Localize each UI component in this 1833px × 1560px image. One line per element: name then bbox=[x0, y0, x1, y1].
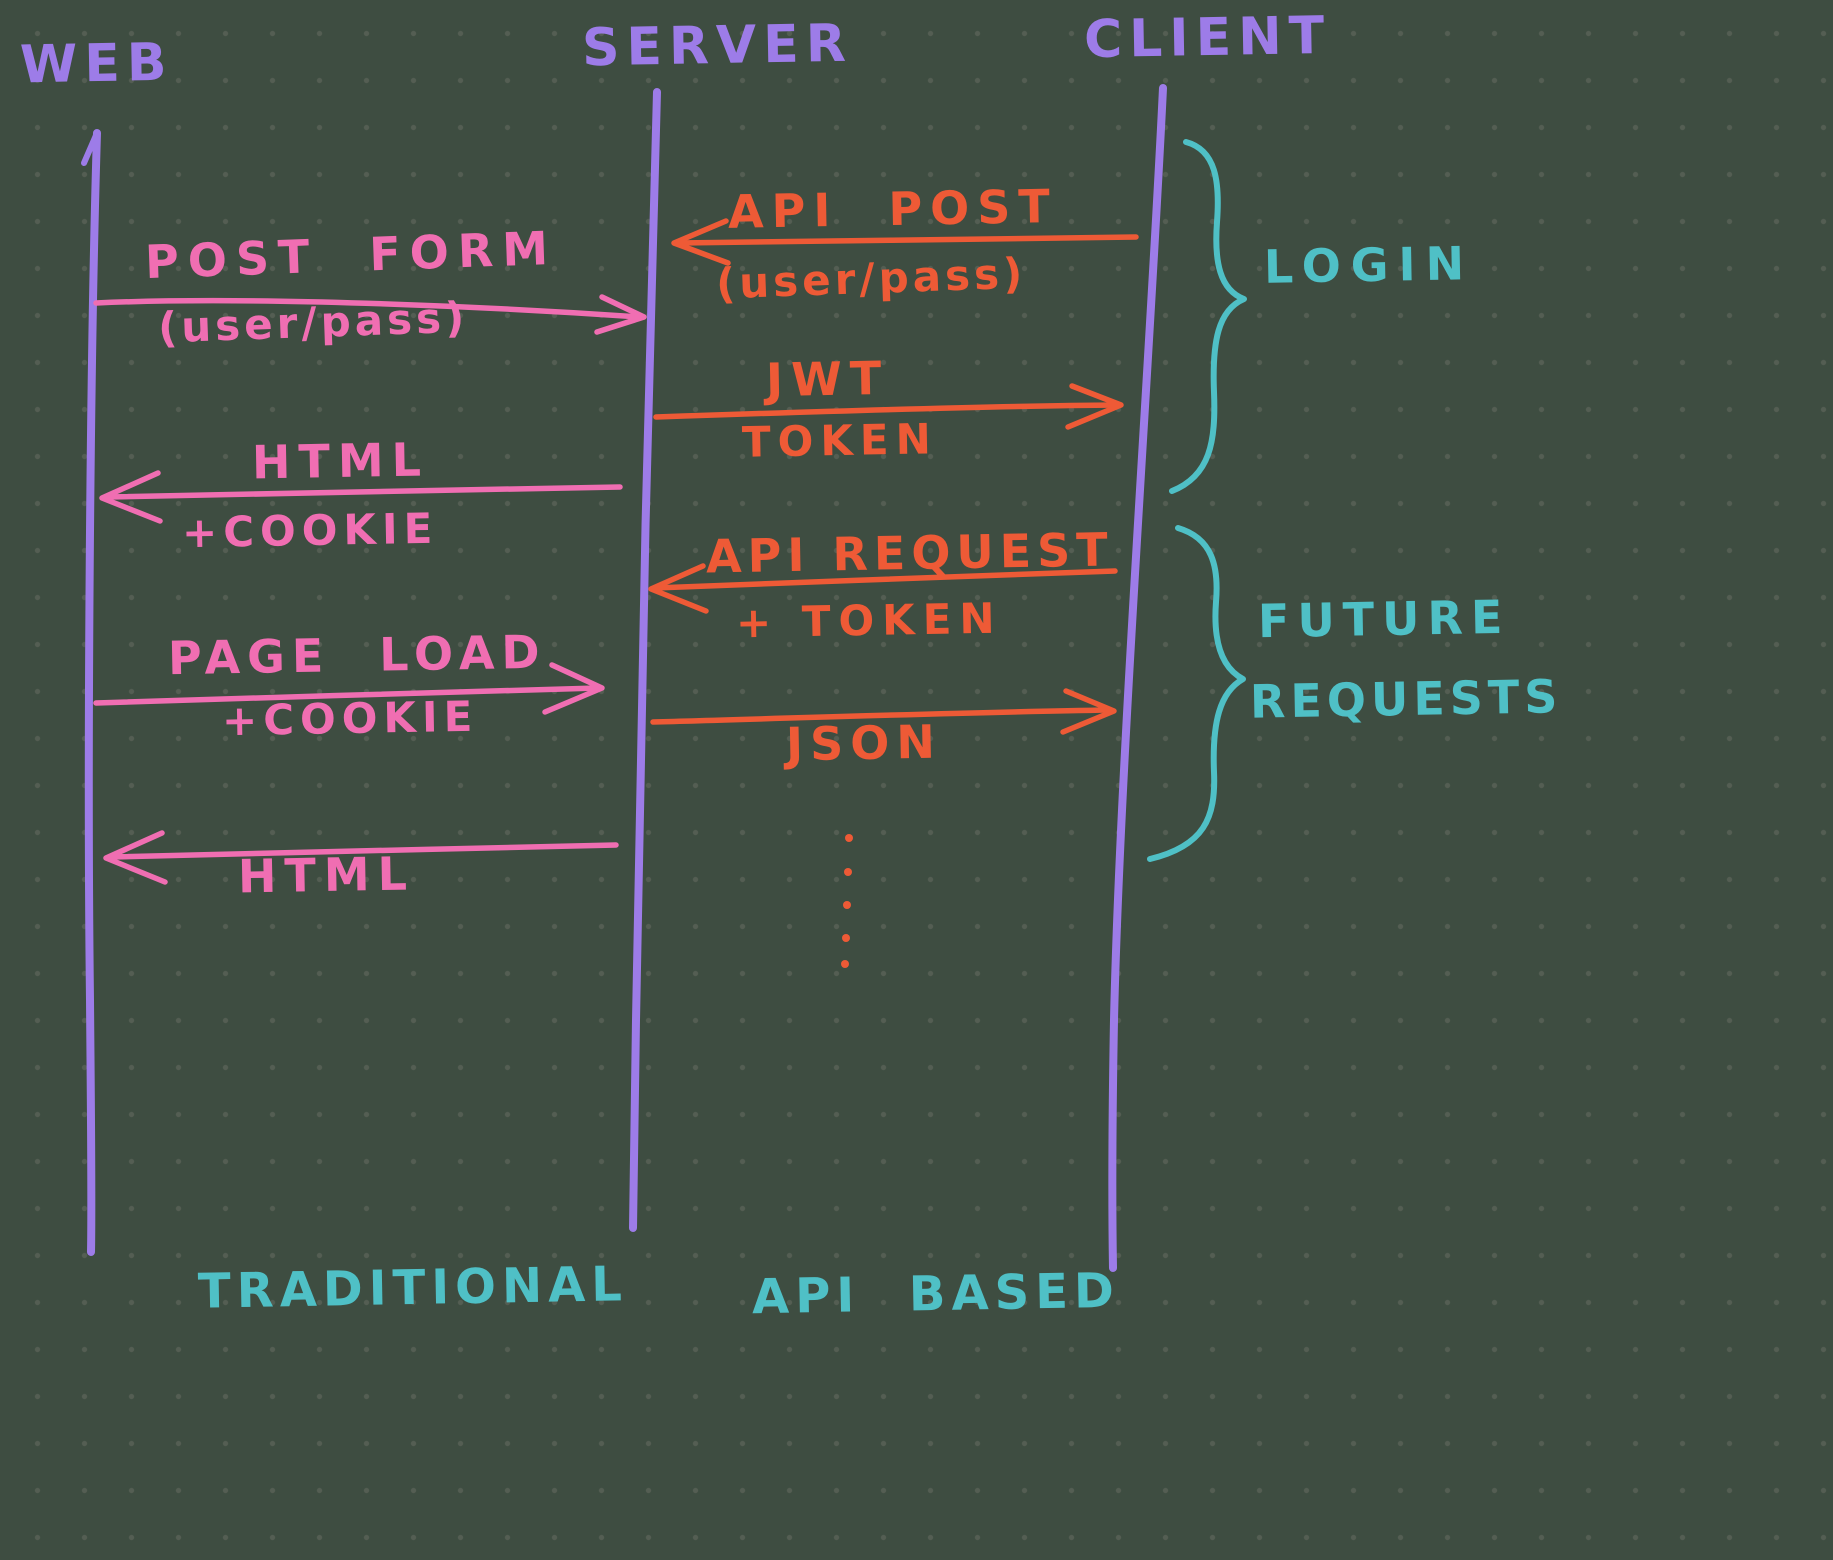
msg-jwt-sublabel: TOKEN bbox=[741, 414, 939, 467]
msg-api-request-label: API REQUEST bbox=[705, 522, 1115, 584]
arrow-page-load-line bbox=[93, 685, 601, 706]
msg-html-cookie-sublabel: +COOKIE bbox=[181, 503, 439, 558]
lifeline-web-line bbox=[84, 129, 101, 1256]
arrow-json-line bbox=[650, 707, 1113, 725]
msg-post-form-sublabel: (user/pass) bbox=[157, 292, 469, 353]
annotation-requests-label: REQUESTS bbox=[1249, 669, 1563, 729]
msg-page-load-label: PAGE LOAD bbox=[167, 624, 548, 686]
msg-api-post-sublabel: (user/pass) bbox=[715, 248, 1027, 309]
arrow-html-cookie-head bbox=[99, 470, 163, 524]
arrow-jwt-token-line bbox=[653, 402, 1121, 420]
annotation-login-label: LOGIN bbox=[1263, 236, 1475, 294]
arrow-page-load-head bbox=[542, 662, 605, 715]
msg-html-cookie-label: HTML bbox=[251, 432, 430, 490]
arrow-post-form-line bbox=[93, 297, 643, 320]
lifeline-server-label: SERVER bbox=[581, 13, 854, 79]
msg-page-load-sublabel: +COOKIE bbox=[221, 691, 479, 746]
arrow-html-line bbox=[107, 842, 619, 860]
lifeline-client-label: CLIENT bbox=[1083, 5, 1332, 71]
lifeline-client-line bbox=[1108, 84, 1167, 1272]
arrow-api-request-head bbox=[648, 563, 709, 614]
msg-post-form-label: POST FORM bbox=[144, 220, 558, 290]
brace-login bbox=[1169, 139, 1247, 494]
msg-api-post-label: API POST bbox=[727, 179, 1059, 239]
caption-api-based: API BASED bbox=[751, 1262, 1121, 1326]
arrow-jwt-token-head bbox=[1065, 383, 1124, 430]
msg-jwt-label: JWT bbox=[765, 350, 890, 408]
lifeline-web-tick bbox=[81, 130, 100, 166]
msg-json-label: JSON bbox=[785, 714, 943, 772]
arrow-html-cookie-line bbox=[105, 484, 623, 500]
arrow-api-post-line bbox=[675, 234, 1139, 246]
arrow-api-request-line bbox=[652, 568, 1118, 591]
brace-future-requests bbox=[1147, 525, 1246, 862]
msg-html-label: HTML bbox=[237, 846, 416, 904]
msg-api-request-sublabel: + TOKEN bbox=[735, 593, 1003, 648]
lifeline-web-label: WEB bbox=[19, 32, 175, 96]
arrow-html-head bbox=[103, 830, 168, 885]
arrow-post-form-head bbox=[594, 294, 647, 335]
lifeline-server-line bbox=[629, 88, 661, 1232]
annotation-future-label: FUTURE bbox=[1257, 589, 1511, 649]
arrow-json-head bbox=[1060, 688, 1117, 735]
caption-traditional: TRADITIONAL bbox=[197, 1256, 629, 1320]
arrow-api-post-head bbox=[671, 218, 731, 266]
ellipsis-dots bbox=[841, 834, 853, 968]
